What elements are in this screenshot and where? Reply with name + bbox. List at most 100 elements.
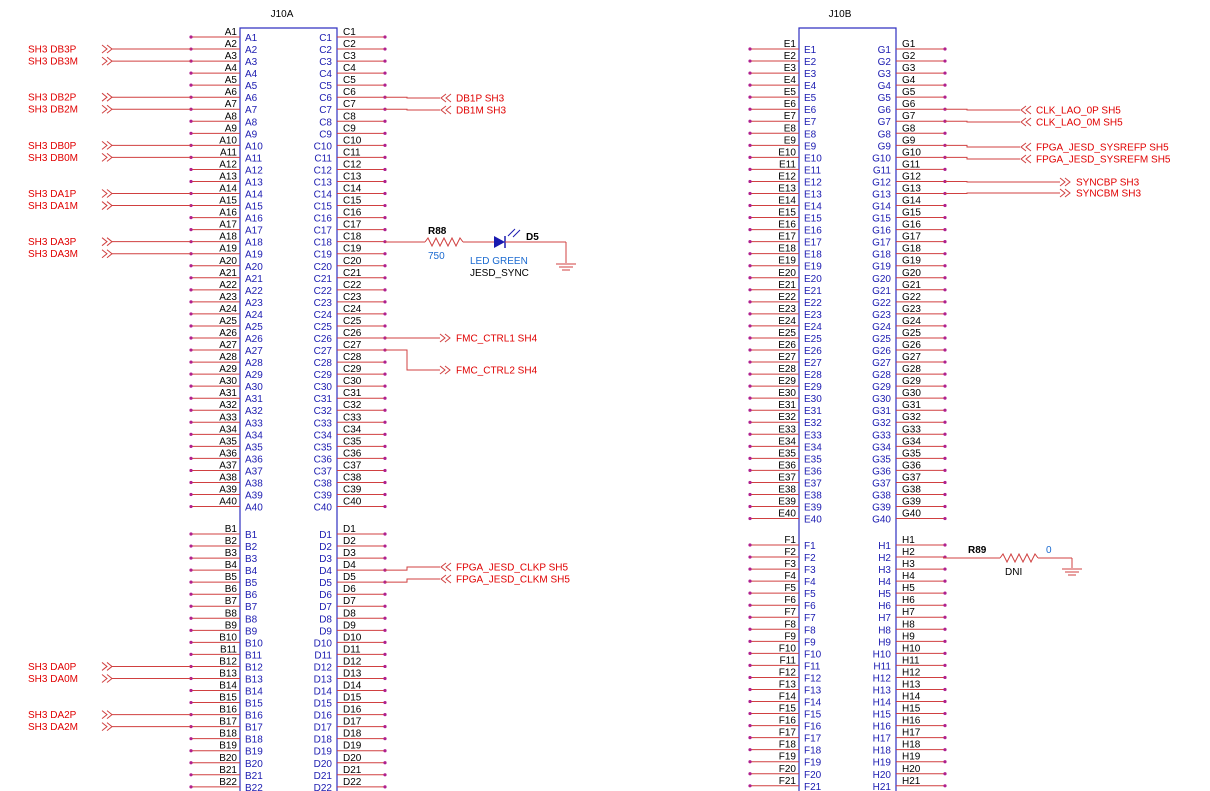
pin-number-outer: A14	[219, 184, 237, 195]
pin-number-outer: C2	[343, 39, 356, 50]
pin-end-dot	[943, 603, 947, 607]
pin-name-inner: G12	[872, 177, 891, 188]
pin-name-inner: D4	[319, 566, 332, 577]
offsheet-chevron	[440, 93, 447, 103]
offsheet-chevron	[444, 333, 451, 343]
pin-end-dot	[943, 396, 947, 400]
pin-name-inner: B16	[245, 711, 263, 722]
pin-name-inner: B12	[245, 662, 263, 673]
pin-end-dot	[748, 324, 752, 328]
pin-end-dot	[383, 155, 387, 159]
pin-end-dot	[748, 396, 752, 400]
pin-name-inner: F11	[804, 661, 821, 672]
pin-end-dot	[189, 556, 193, 560]
pin-end-dot	[383, 468, 387, 473]
pin-number-outer: F14	[779, 692, 797, 703]
pin-name-inner: C17	[314, 226, 333, 237]
pin-name-inner: A14	[245, 190, 263, 201]
pin-name-inner: H17	[873, 734, 892, 745]
net-label: SH3 DA3M	[28, 249, 78, 260]
pin-number-outer: C15	[343, 196, 362, 207]
pin-end-dot	[383, 420, 387, 424]
pin-number-outer: E9	[784, 135, 797, 146]
pin-name-inner: C20	[314, 262, 333, 273]
pin-name-inner: B13	[245, 674, 263, 685]
pin-number-outer: A21	[219, 268, 237, 279]
pin-number-outer: D8	[343, 608, 356, 619]
net-label: SH3 DA1M	[28, 201, 78, 212]
pin-number-outer: A18	[219, 232, 237, 243]
pin-end-dot	[748, 444, 752, 448]
pin-end-dot	[383, 688, 387, 693]
offsheet-chevron	[445, 574, 452, 584]
net-label: SH3 DA1P	[28, 189, 77, 200]
pin-name-inner: E26	[804, 346, 822, 357]
pin-name-inner: A13	[245, 177, 263, 188]
pin-end-dot	[748, 651, 752, 655]
pin-number-outer: C14	[343, 184, 362, 195]
pin-end-dot	[943, 639, 947, 643]
pin-number-outer: G39	[902, 497, 921, 508]
net-label: DB1P SH3	[456, 94, 505, 105]
d5-ref: D5	[526, 232, 539, 243]
pin-name-inner: A10	[245, 141, 263, 152]
pin-end-dot	[943, 736, 947, 740]
pin-name-inner: B20	[245, 759, 263, 770]
pin-name-inner: D19	[314, 747, 333, 758]
pin-name-inner: D22	[314, 783, 333, 791]
pin-name-inner: C11	[314, 153, 332, 164]
pin-name-inner: G38	[872, 490, 891, 501]
pin-end-dot	[748, 699, 752, 704]
pin-name-inner: A15	[245, 202, 263, 213]
pin-number-outer: A11	[220, 147, 237, 158]
pin-number-outer: C29	[343, 364, 362, 375]
pin-number-outer: H9	[902, 631, 915, 642]
pin-number-outer: B17	[219, 717, 237, 728]
pin-number-outer: D6	[343, 584, 356, 595]
pin-number-outer: F8	[784, 619, 796, 630]
pin-number-outer: D16	[343, 705, 362, 716]
pin-name-inner: B14	[245, 687, 263, 698]
offsheet-chevron	[106, 189, 113, 198]
pin-name-inner: F9	[804, 637, 816, 648]
pin-name-inner: E35	[804, 454, 822, 465]
pin-name-inner: G11	[873, 165, 892, 176]
net-wire	[945, 144, 1020, 148]
pin-end-dot	[383, 480, 387, 485]
pin-name-inner: B11	[245, 650, 262, 661]
offsheet-chevron	[101, 189, 108, 198]
pin-end-dot	[943, 579, 947, 583]
pin-number-outer: E34	[778, 436, 796, 447]
pin-name-inner: A21	[245, 274, 263, 285]
pin-number-outer: H1	[902, 535, 915, 546]
pin-number-outer: B22	[219, 777, 237, 788]
pin-end-dot	[943, 567, 947, 571]
pin-name-inner: D21	[314, 771, 333, 782]
pin-number-outer: F13	[779, 679, 797, 690]
pin-name-inner: A22	[245, 286, 263, 297]
pin-end-dot	[943, 432, 947, 436]
pin-end-dot	[748, 131, 752, 135]
pin-number-outer: B6	[225, 584, 238, 595]
offsheet-chevron	[101, 662, 108, 671]
pin-name-inner: H14	[873, 698, 892, 709]
pin-number-outer: G32	[902, 412, 921, 423]
pin-name-inner: G28	[872, 370, 891, 381]
offsheet-chevron	[101, 92, 108, 102]
pin-number-outer: D15	[343, 693, 362, 704]
pin-name-inner: A24	[245, 310, 263, 321]
pin-number-outer: C24	[343, 304, 362, 315]
pin-number-outer: B8	[225, 608, 238, 619]
pin-name-inner: G5	[878, 93, 892, 104]
pin-number-outer: C8	[343, 111, 356, 122]
pin-name-inner: E21	[804, 286, 822, 297]
pin-end-dot	[189, 652, 193, 657]
pin-name-inner: G37	[872, 478, 891, 489]
pin-number-outer: D7	[343, 596, 356, 607]
pin-end-dot	[189, 372, 193, 376]
offsheet-chevron	[445, 562, 452, 572]
pin-number-outer: G1	[902, 39, 916, 50]
pin-number-outer: G8	[902, 123, 916, 134]
net-label: FMC_CTRL1 SH4	[456, 334, 538, 345]
pin-number-outer: C28	[343, 352, 362, 363]
